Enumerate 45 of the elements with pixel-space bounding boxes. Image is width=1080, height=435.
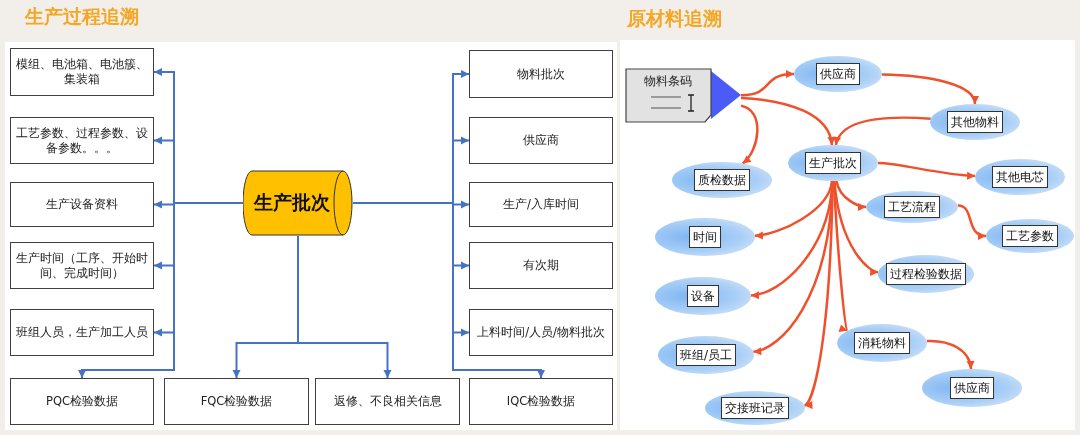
label-box: 班组/员工	[675, 344, 736, 366]
label-box: 生产批次	[805, 152, 861, 174]
arrow	[740, 96, 835, 146]
arrow	[926, 339, 974, 370]
arrow	[297, 235, 392, 379]
label-box: 过程检验数据	[886, 263, 966, 285]
arrow	[877, 161, 976, 180]
arrow	[835, 180, 867, 211]
arrow	[834, 116, 931, 146]
arrow	[740, 70, 795, 97]
info-box: 生产设备资料	[10, 182, 154, 227]
info-box: 班组人员，生产加工人员	[10, 309, 154, 356]
label-box: 消耗物料	[854, 332, 910, 354]
label-box: 交接班记录	[721, 397, 789, 419]
section-title: 原材料追溯	[627, 6, 722, 31]
info-box: IQC检验数据	[469, 378, 613, 425]
label-box: 工艺流程	[884, 196, 940, 218]
info-box: 有次期	[469, 242, 613, 289]
section-title: 生产过程追溯	[25, 4, 139, 29]
label-box: 时间	[689, 226, 721, 248]
arrow	[833, 180, 879, 275]
label-box: 供应商	[816, 63, 860, 85]
arrow	[352, 202, 545, 379]
label-box: 供应商	[950, 377, 994, 399]
arrow	[832, 180, 849, 332]
info-box: 上料时间/人员/物料批次	[469, 309, 613, 356]
arrow	[740, 104, 759, 165]
arrow	[754, 180, 834, 239]
info-box: 供应商	[469, 117, 613, 164]
info-box: FQC检验数据	[164, 378, 309, 425]
arrow	[957, 204, 987, 239]
label-box: 质检数据	[694, 169, 750, 191]
info-box: 工艺参数、过程参数、设备参数。。。	[10, 117, 154, 164]
label-box: 其他电芯	[992, 166, 1048, 188]
cylinder-node: 生产批次	[243, 170, 353, 236]
info-box: 生产/入库时间	[469, 182, 613, 227]
label-box: 其他物料	[947, 111, 1003, 133]
label-box: 工艺参数	[1002, 225, 1058, 247]
info-box: 模组、电池箱、电池簇、集装箱	[10, 48, 154, 96]
label-box: 设备	[687, 285, 719, 307]
info-box: 返修、不良相关信息	[315, 378, 460, 425]
info-box: PQC检验数据	[10, 378, 154, 425]
info-box: 生产时间（工序、开始时间、完成时间）	[10, 242, 154, 289]
arrow	[881, 73, 978, 105]
info-box: 物料批次	[469, 50, 613, 98]
